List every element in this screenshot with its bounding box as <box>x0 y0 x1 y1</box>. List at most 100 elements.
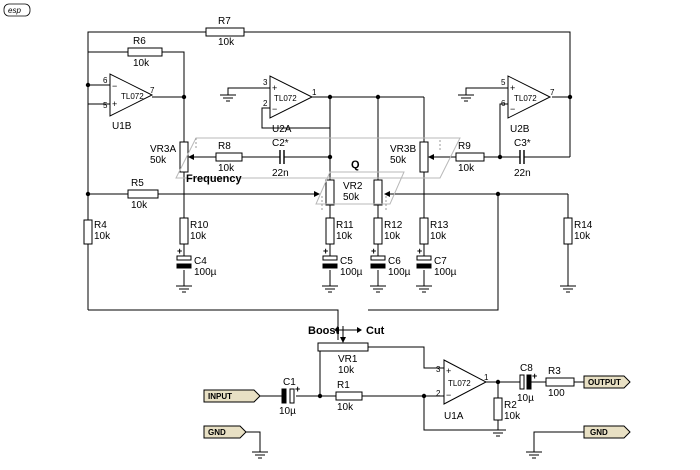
capacitor-c5: + C5 100µ <box>322 246 363 278</box>
svg-text:+: + <box>371 246 376 256</box>
svg-text:R14: R14 <box>574 220 593 231</box>
svg-text:INPUT: INPUT <box>208 392 232 401</box>
q-label: Q <box>351 159 360 171</box>
svg-text:+: + <box>295 384 300 394</box>
svg-text:100µ: 100µ <box>434 267 457 278</box>
resistor-r2: R2 10k <box>493 397 521 422</box>
svg-text:R4: R4 <box>94 220 107 231</box>
svg-text:R12: R12 <box>384 220 403 231</box>
svg-text:R8: R8 <box>218 141 231 152</box>
svg-text:R1: R1 <box>337 380 350 391</box>
frequency-label: Frequency <box>186 173 243 185</box>
pot-vr3a: VR3A 50k <box>150 141 194 173</box>
capacitor-c7: + C7 100µ <box>416 246 457 278</box>
resistor-r4: R4 10k <box>83 219 111 245</box>
svg-text:6: 6 <box>103 76 108 85</box>
svg-text:TL072: TL072 <box>448 379 471 388</box>
resistor-r14: R14 10k <box>563 217 593 245</box>
svg-text:GND: GND <box>208 428 226 437</box>
svg-text:TL072: TL072 <box>514 94 537 103</box>
svg-text:2: 2 <box>263 99 268 108</box>
boost-label: Boost <box>308 325 340 337</box>
svg-text:−: − <box>112 81 117 91</box>
svg-text:10k: 10k <box>218 37 235 48</box>
svg-text:R13: R13 <box>430 220 449 231</box>
svg-text:C6: C6 <box>388 256 401 267</box>
resistor-r10: R10 10k <box>179 217 209 245</box>
capacitor-c2: C2* 22n <box>272 138 292 179</box>
svg-text:7: 7 <box>150 86 155 95</box>
svg-text:esp: esp <box>8 6 21 15</box>
svg-text:R10: R10 <box>190 220 209 231</box>
capacitor-c8: + C8 10µ <box>517 363 537 404</box>
svg-text:22n: 22n <box>514 168 531 179</box>
svg-text:7: 7 <box>550 88 555 97</box>
svg-text:−: − <box>446 390 451 400</box>
opamp-u2a: + − 3 2 1 TL072 U2A <box>263 75 317 135</box>
svg-text:C2*: C2* <box>272 138 289 149</box>
svg-text:10k: 10k <box>131 200 148 211</box>
svg-text:TL072: TL072 <box>274 94 297 103</box>
gnd-terminal-right: GND <box>583 425 631 439</box>
resistor-r8: R8 10k <box>215 141 243 174</box>
svg-text:100: 100 <box>548 388 565 399</box>
svg-text:10k: 10k <box>338 365 355 376</box>
svg-text:U1B: U1B <box>112 121 132 132</box>
svg-text:6: 6 <box>501 99 506 108</box>
resistor-r13: R13 10k <box>419 217 449 245</box>
pot-gang-outlines <box>175 137 461 212</box>
svg-text:2: 2 <box>436 389 441 398</box>
svg-text:OUTPUT: OUTPUT <box>588 378 621 387</box>
junction-dots <box>85 82 573 399</box>
svg-text:−: − <box>510 104 515 114</box>
svg-text:10k: 10k <box>384 231 401 242</box>
svg-text:C5: C5 <box>340 256 353 267</box>
svg-text:100µ: 100µ <box>340 267 363 278</box>
svg-text:U1A: U1A <box>444 411 464 422</box>
svg-text:U2A: U2A <box>272 124 292 135</box>
svg-text:C3*: C3* <box>514 138 531 149</box>
svg-text:+: + <box>272 83 277 93</box>
resistor-r5: R5 10k <box>127 178 159 211</box>
svg-text:3: 3 <box>263 78 268 87</box>
svg-text:R2: R2 <box>504 400 517 411</box>
svg-text:5: 5 <box>103 101 108 110</box>
capacitor-c3: C3* 22n <box>514 138 531 179</box>
svg-text:10k: 10k <box>133 58 150 69</box>
svg-text:1: 1 <box>484 373 489 382</box>
svg-text:+: + <box>177 246 182 256</box>
resistor-r6: R6 10k <box>127 36 163 69</box>
resistor-r9: R9 10k <box>455 141 485 174</box>
svg-text:+: + <box>446 366 451 376</box>
svg-text:GND: GND <box>590 428 608 437</box>
svg-text:50k: 50k <box>343 192 360 203</box>
svg-text:10k: 10k <box>218 163 235 174</box>
pot-vr3b: VR3B 50k <box>390 141 434 173</box>
svg-text:+: + <box>323 246 328 256</box>
svg-text:10k: 10k <box>458 163 475 174</box>
resistor-r11: R11 10k <box>325 217 354 245</box>
svg-text:22n: 22n <box>272 168 289 179</box>
opamp-u2b: + − 5 6 7 TL072 U2B <box>501 75 555 135</box>
gnd-terminal-left: GND <box>203 425 247 439</box>
cut-label: Cut <box>366 325 385 337</box>
resistor-r1: R1 10k <box>335 380 363 413</box>
svg-text:+: + <box>112 99 117 109</box>
svg-text:100µ: 100µ <box>194 267 217 278</box>
esp-logo: esp <box>3 3 31 17</box>
svg-text:−: − <box>272 104 277 114</box>
input-terminal: INPUT <box>203 389 261 403</box>
svg-text:10k: 10k <box>94 231 111 242</box>
svg-text:100µ: 100µ <box>388 267 411 278</box>
resistor-r7: R7 10k <box>205 16 245 48</box>
svg-text:+: + <box>417 246 422 256</box>
output-terminal: OUTPUT <box>583 375 631 389</box>
resistor-r3: R3 100 <box>545 366 575 399</box>
svg-text:+: + <box>532 371 537 381</box>
opamp-u1a: + − 3 2 1 TL072 U1A <box>436 359 489 422</box>
resistor-r12: R12 10k <box>373 217 403 245</box>
svg-text:1: 1 <box>312 88 317 97</box>
boost-cut-arrow <box>334 327 362 333</box>
svg-text:5: 5 <box>501 78 506 87</box>
